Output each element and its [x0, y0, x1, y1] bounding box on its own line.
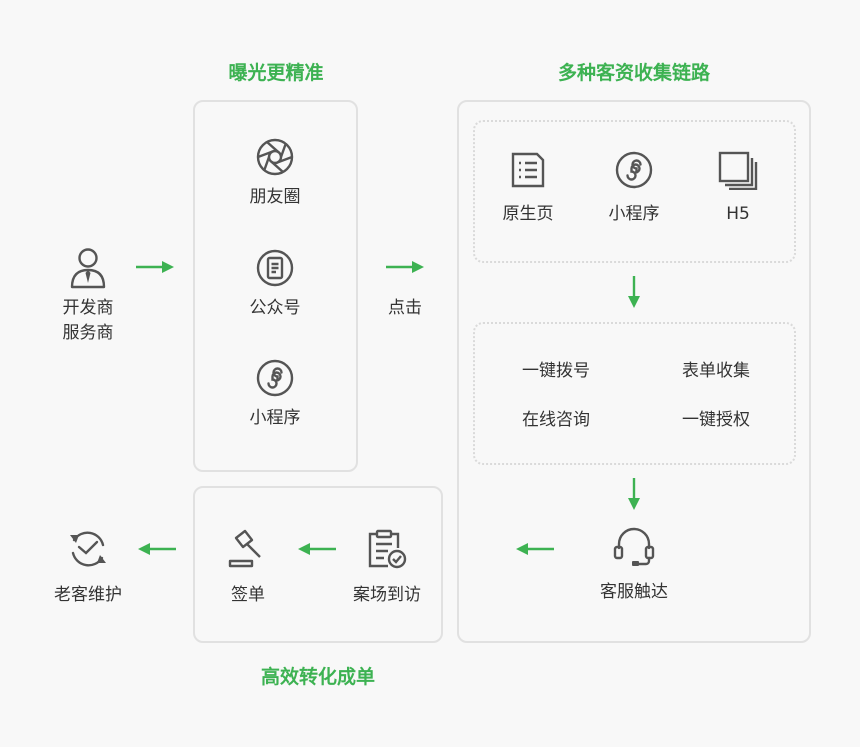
person-icon [70, 248, 106, 289]
pages-group [473, 120, 796, 263]
document-circle-icon [256, 249, 294, 287]
arrow-left-icon [298, 543, 336, 555]
service-label: 客服触达 [600, 582, 668, 602]
leads-box [457, 100, 811, 643]
conversion-label-0: 案场到访 [353, 585, 421, 605]
actor-line2: 服务商 [62, 322, 114, 343]
page-label-1: 小程序 [608, 204, 660, 224]
channel-label-0: 朋友圈 [249, 187, 301, 207]
page-label-0: 原生页 [502, 204, 554, 224]
actor-label: 开发商 服务商 [63, 296, 114, 345]
page-label-2: H5 [726, 204, 750, 224]
conversion-title: 高效转化成单 [260, 666, 375, 688]
actions-group [473, 322, 796, 465]
arrow-down-icon [628, 276, 640, 308]
refresh-check-icon [70, 531, 106, 567]
arrow-down-icon [628, 478, 640, 510]
arrow-right-icon [136, 261, 174, 273]
stacked-pages-icon [718, 151, 758, 190]
arrow-right-icon [386, 261, 424, 273]
clipboard-check-icon [368, 529, 407, 569]
miniprogram-icon [615, 151, 653, 189]
arrow-left-icon [138, 543, 176, 555]
channel-label-1: 公众号 [249, 298, 301, 318]
miniprogram-icon [256, 359, 294, 397]
action-label-2: 在线咨询 [522, 410, 590, 430]
gavel-icon [228, 529, 261, 568]
click-label: 点击 [388, 298, 422, 318]
actor-line1: 开发商 [62, 298, 114, 318]
action-label-0: 一键拨号 [522, 361, 590, 381]
channel-label-2: 小程序 [249, 408, 301, 428]
conversion-label-1: 签单 [231, 585, 265, 605]
action-label-3: 一键授权 [682, 410, 750, 430]
exposure-title: 曝光更精准 [228, 62, 324, 84]
aperture-icon [256, 138, 294, 176]
action-label-1: 表单收集 [682, 361, 750, 381]
list-page-icon [511, 152, 545, 188]
headset-icon [613, 527, 655, 566]
arrow-left-icon [516, 543, 554, 555]
leads-title: 多种客资收集链路 [557, 62, 710, 84]
maintenance-label: 老客维护 [54, 585, 122, 605]
